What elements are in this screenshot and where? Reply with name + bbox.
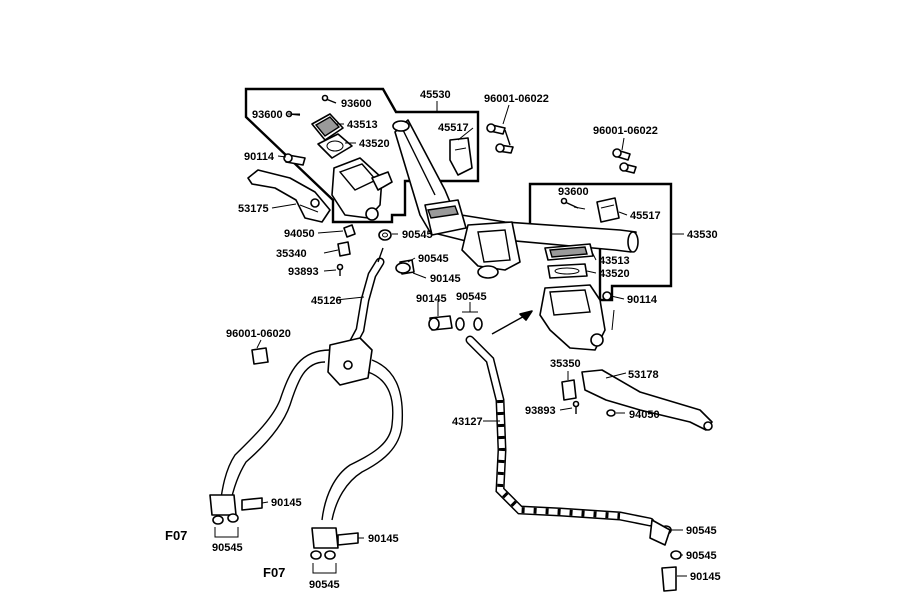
label-90545-caliper-left: 90545 <box>212 542 243 554</box>
label-53178: 53178 <box>628 369 659 381</box>
label-90545-lower-2: 90545 <box>686 550 717 562</box>
label-35340: 35340 <box>276 248 307 260</box>
handlebar <box>392 119 639 279</box>
label-45530: 45530 <box>420 89 451 101</box>
label-90145-upper: 90145 <box>430 273 461 285</box>
label-93600-left: 93600 <box>252 109 283 121</box>
label-90145-caliper-left: 90145 <box>271 497 302 509</box>
label-90545-caliper-right: 90545 <box>309 579 340 591</box>
label-94050-left: 94050 <box>284 228 315 240</box>
part-labels: 45530 96001-06022 96001-06022 93600 9360… <box>165 89 721 591</box>
label-90145-banjo: 90145 <box>416 293 447 305</box>
label-43520-right: 43520 <box>599 268 630 280</box>
label-90114-right: 90114 <box>627 294 658 306</box>
right-master-cylinder <box>491 148 713 431</box>
label-96001-06022-left: 96001-06022 <box>484 93 549 105</box>
label-96001-06020: 96001-06020 <box>226 328 291 340</box>
label-93600-top: 93600 <box>341 98 372 110</box>
label-45126: 45126 <box>311 295 342 307</box>
leader-lines <box>256 101 687 577</box>
label-90145-lower: 90145 <box>690 571 721 583</box>
label-93600-right: 93600 <box>558 186 589 198</box>
label-f07-right: F07 <box>263 565 285 580</box>
label-90545-banjo: 90545 <box>456 291 487 303</box>
label-94050-right: 94050 <box>629 409 660 421</box>
label-45517-right: 45517 <box>630 210 661 222</box>
label-43520-left: 43520 <box>359 138 390 150</box>
left-group-box <box>244 87 480 224</box>
left-master-cylinder <box>247 94 514 276</box>
label-43513-right: 43513 <box>599 255 630 267</box>
left-hose-assembly <box>209 247 415 574</box>
label-93893-left: 93893 <box>288 266 319 278</box>
right-hose-assembly <box>428 315 682 592</box>
label-43513-left: 43513 <box>347 119 378 131</box>
label-96001-06022-right: 96001-06022 <box>593 125 658 137</box>
label-90114-left: 90114 <box>244 151 275 163</box>
label-90145-caliper-right: 90145 <box>368 533 399 545</box>
label-90545-lower-1: 90545 <box>686 525 717 537</box>
label-35350: 35350 <box>550 358 581 370</box>
label-43530: 43530 <box>687 229 718 241</box>
label-93893-right: 93893 <box>525 405 556 417</box>
label-53175: 53175 <box>238 203 269 215</box>
label-f07-left: F07 <box>165 528 187 543</box>
label-45517-left: 45517 <box>438 122 469 134</box>
label-90545-upper: 90545 <box>402 229 433 241</box>
label-43127: 43127 <box>452 416 483 428</box>
label-90545-mid: 90545 <box>418 253 449 265</box>
